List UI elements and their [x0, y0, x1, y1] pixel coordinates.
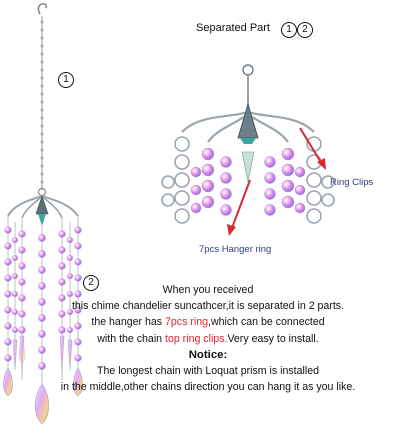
chandelier-suncatcher-illustration — [3, 3, 83, 425]
hanger-crown — [7, 195, 79, 226]
part-1-marker: 1 — [58, 72, 74, 88]
desc-line-1: When you received — [0, 282, 416, 298]
header-num-1: 1 — [281, 22, 297, 38]
header-num-2: 2 — [297, 22, 313, 38]
desc-line-2: this chime chandelier suncathcer,it is s… — [0, 298, 416, 314]
desc-line-1-text: When you received — [162, 284, 254, 296]
notice-heading: Notice: — [0, 347, 416, 363]
hanger-closeup-illustration — [161, 64, 335, 236]
desc-line-6-text: The longest chain with Loquat prism is i… — [97, 365, 319, 378]
desc-line-7-text: in the middle,other chains direction you… — [60, 381, 356, 394]
part-1-marker-text: 1 — [63, 74, 69, 85]
desc-line-3-start: the hanger has — [91, 316, 165, 329]
part-2-marker: 2 — [83, 275, 99, 291]
hanger-ring-arrow — [227, 179, 251, 236]
desc-line-4-highlight: top ring clips. — [165, 332, 228, 345]
desc-line-4-end: Very easy to install. — [227, 332, 319, 345]
installation-description: When you received this chime chandelier … — [0, 282, 416, 395]
hanger-ring-label: 7pcs Hanger ring — [199, 244, 271, 255]
ring-clips-arrow — [299, 127, 326, 170]
desc-line-3-end: ,which can be connected — [208, 316, 325, 329]
desc-line-3-highlight: 7pcs ring — [165, 316, 208, 329]
desc-line-2-text: this chime chandelier suncathcer,it is s… — [71, 300, 345, 313]
desc-line-3: the hanger has 7pcs ring,which can be co… — [0, 314, 416, 330]
desc-line-4-start: with the chain — [97, 332, 166, 345]
hanger-ring-label-text: 7pcs Hanger ring — [199, 244, 272, 255]
header-num-1-text: 1 — [286, 24, 292, 35]
desc-line-7: in the middle,other chains direction you… — [0, 379, 416, 395]
separated-part-title: Separated Part — [196, 22, 270, 34]
ring-clips-label: Ring Clips — [330, 177, 373, 188]
part-2-marker-text: 2 — [88, 277, 94, 288]
desc-line-4: with the chain top ring clips.Very easy … — [0, 331, 416, 347]
notice-heading-text: Notice: — [188, 348, 228, 361]
header-num-2-text: 2 — [302, 24, 308, 35]
ring-clips-label-text: Ring Clips — [330, 177, 374, 188]
hanging-chain — [38, 16, 46, 196]
separated-part-label: Separated Part — [196, 22, 270, 34]
desc-line-6: The longest chain with Loquat prism is i… — [0, 363, 416, 379]
